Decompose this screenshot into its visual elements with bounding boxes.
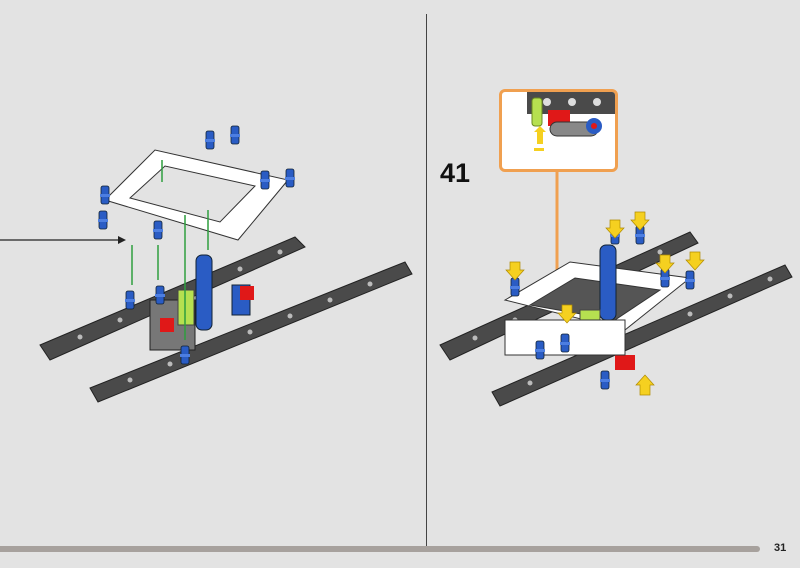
beam xyxy=(491,264,793,407)
step-number: 41 xyxy=(440,158,471,188)
page-number: 31 xyxy=(774,542,787,554)
green-arrows xyxy=(131,160,209,340)
yellow-arrows xyxy=(505,211,705,396)
page-divider xyxy=(426,14,427,546)
step-41-model xyxy=(439,166,793,407)
progress-bar xyxy=(0,546,760,552)
pointer-arrowhead xyxy=(118,236,126,244)
detail-callout xyxy=(499,89,618,172)
previous-step-model xyxy=(0,125,413,403)
